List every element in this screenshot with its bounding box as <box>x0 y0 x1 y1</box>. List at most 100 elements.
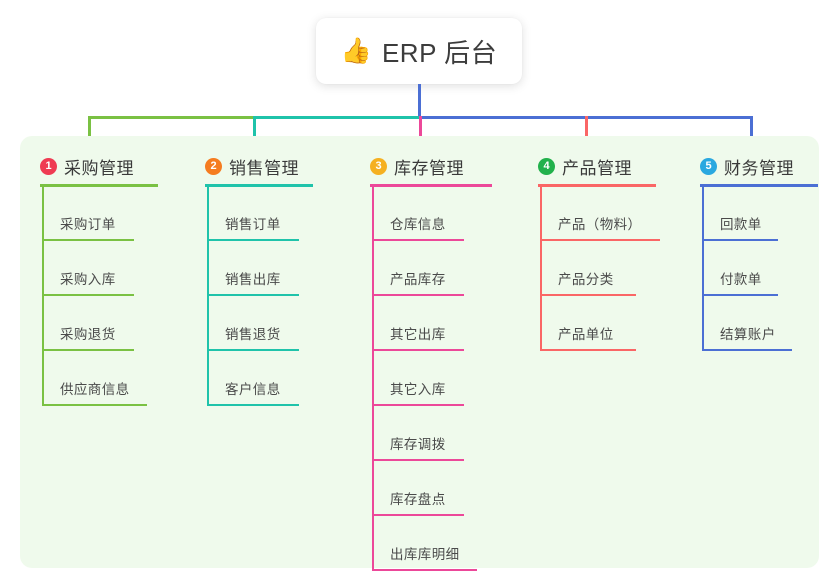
leaf-item-label: 付款单 <box>720 272 762 287</box>
leaf-item-underline <box>42 239 134 241</box>
root-node[interactable]: 👍 ERP 后台 <box>316 18 522 84</box>
leaf-item[interactable]: 供应商信息 <box>42 351 147 406</box>
leaf-item-label: 采购订单 <box>60 217 116 232</box>
leaf-item-underline <box>702 294 778 296</box>
branch-header-4[interactable]: 4 产品管理 <box>518 148 680 184</box>
leaf-item-label: 产品分类 <box>558 272 614 287</box>
leaf-item[interactable]: 库存调拨 <box>372 406 464 461</box>
leaf-item[interactable]: 采购订单 <box>42 186 134 241</box>
branch-spine-4 <box>540 186 542 351</box>
leaf-item-underline <box>372 569 477 571</box>
leaf-item[interactable]: 销售退货 <box>207 296 299 351</box>
leaf-item-label: 供应商信息 <box>60 382 130 397</box>
leaf-item-underline <box>207 349 299 351</box>
badge-number-4: 4 <box>538 157 555 175</box>
leaf-item-underline <box>42 349 134 351</box>
leaf-item[interactable]: 其它入库 <box>372 351 464 406</box>
leaf-item[interactable]: 采购退货 <box>42 296 134 351</box>
branch-underline-5 <box>700 184 818 187</box>
badge-number-3: 3 <box>370 157 387 175</box>
leaf-item[interactable]: 产品分类 <box>540 241 636 296</box>
branch-panel: 1 采购管理采购订单采购入库采购退货供应商信息 2 销售管理销售订单销售出库销售退货客… <box>20 136 820 571</box>
leaf-item-label: 仓库信息 <box>390 217 446 232</box>
branch-title-2: 销售管理 <box>229 158 299 178</box>
leaf-item-underline <box>42 404 147 406</box>
leaf-item-underline <box>42 294 134 296</box>
leaf-item[interactable]: 仓库信息 <box>372 186 464 241</box>
branch-header-1[interactable]: 1 采购管理 <box>20 148 185 184</box>
leaf-item-underline <box>372 349 464 351</box>
leaf-item-label: 产品单位 <box>558 327 614 342</box>
leaf-item-label: 产品库存 <box>390 272 446 287</box>
branch-spine-2 <box>207 186 209 406</box>
badge-number-1: 1 <box>40 157 57 175</box>
leaf-item-label: 结算账户 <box>720 327 776 342</box>
leaf-item-label: 其它出库 <box>390 327 446 342</box>
branch-title-4: 产品管理 <box>562 158 632 178</box>
leaf-item-underline <box>540 349 636 351</box>
leaf-item-underline <box>372 404 464 406</box>
leaf-item-label: 回款单 <box>720 217 762 232</box>
leaf-item-underline <box>207 239 299 241</box>
leaf-item-label: 库存盘点 <box>390 492 446 507</box>
leaf-item-label: 销售退货 <box>225 327 281 342</box>
leaf-item-underline <box>540 294 636 296</box>
branch-column-4: 4 产品管理产品（物料） 产品分类产品单位 <box>518 148 680 351</box>
leaf-item-label: 采购退货 <box>60 327 116 342</box>
leaf-item-underline <box>372 459 464 461</box>
badge-number-2: 2 <box>205 157 222 175</box>
leaf-item[interactable]: 产品库存 <box>372 241 464 296</box>
leaf-item[interactable]: 销售出库 <box>207 241 299 296</box>
connector-drop-purchase <box>88 116 91 150</box>
branch-underline-4 <box>538 184 656 187</box>
branch-underline-3 <box>370 184 492 187</box>
leaf-item-underline <box>207 294 299 296</box>
leaf-item[interactable]: 客户信息 <box>207 351 299 406</box>
leaf-item-label: 库存调拨 <box>390 437 446 452</box>
leaf-item-label: 其它入库 <box>390 382 446 397</box>
branch-underline-1 <box>40 184 158 187</box>
thumbs-up-icon: 👍 <box>340 36 372 65</box>
badge-number-5: 5 <box>700 157 717 175</box>
leaf-item[interactable]: 销售订单 <box>207 186 299 241</box>
leaf-item-underline <box>372 294 464 296</box>
leaf-item[interactable]: 产品单位 <box>540 296 636 351</box>
leaf-item-label: 采购入库 <box>60 272 116 287</box>
branch-spine-5 <box>702 186 704 351</box>
branch-column-1: 1 采购管理采购订单采购入库采购退货供应商信息 <box>20 148 185 406</box>
connector-drop-product <box>585 116 588 150</box>
branch-spine-3 <box>372 186 374 571</box>
branch-spine-1 <box>42 186 44 406</box>
connector-bar-teal <box>253 116 420 119</box>
branch-title-1: 采购管理 <box>64 158 134 178</box>
leaf-item[interactable]: 其它出库 <box>372 296 464 351</box>
leaf-item-underline <box>702 349 792 351</box>
leaf-item-label: 销售订单 <box>225 217 281 232</box>
connector-drop-finance <box>750 116 753 150</box>
branch-header-2[interactable]: 2 销售管理 <box>185 148 350 184</box>
leaf-item[interactable]: 结算账户 <box>702 296 792 351</box>
connector-drop-sales <box>253 116 256 150</box>
leaf-item-underline <box>540 239 660 241</box>
leaf-item-underline <box>207 404 299 406</box>
leaf-item[interactable]: 库存盘点 <box>372 461 464 516</box>
leaf-item[interactable]: 出库库明细 <box>372 516 477 571</box>
branch-column-2: 2 销售管理销售订单销售出库销售退货客户信息 <box>185 148 350 406</box>
connector-root-stem <box>418 84 421 116</box>
leaf-item-underline <box>702 239 778 241</box>
leaf-item[interactable]: 产品（物料） <box>540 186 660 241</box>
leaf-item[interactable]: 回款单 <box>702 186 778 241</box>
branch-underline-2 <box>205 184 313 187</box>
leaf-item-label: 客户信息 <box>225 382 281 397</box>
branch-title-3: 库存管理 <box>394 158 464 178</box>
leaf-item-underline <box>372 239 464 241</box>
leaf-item[interactable]: 采购入库 <box>42 241 134 296</box>
connector-bar-green <box>88 116 254 119</box>
connector-drop-inventory <box>419 116 422 150</box>
root-node-label: ERP 后台 <box>381 37 498 68</box>
leaf-item[interactable]: 付款单 <box>702 241 778 296</box>
branch-header-3[interactable]: 3 库存管理 <box>350 148 518 184</box>
leaf-item-label: 出库库明细 <box>390 547 460 562</box>
